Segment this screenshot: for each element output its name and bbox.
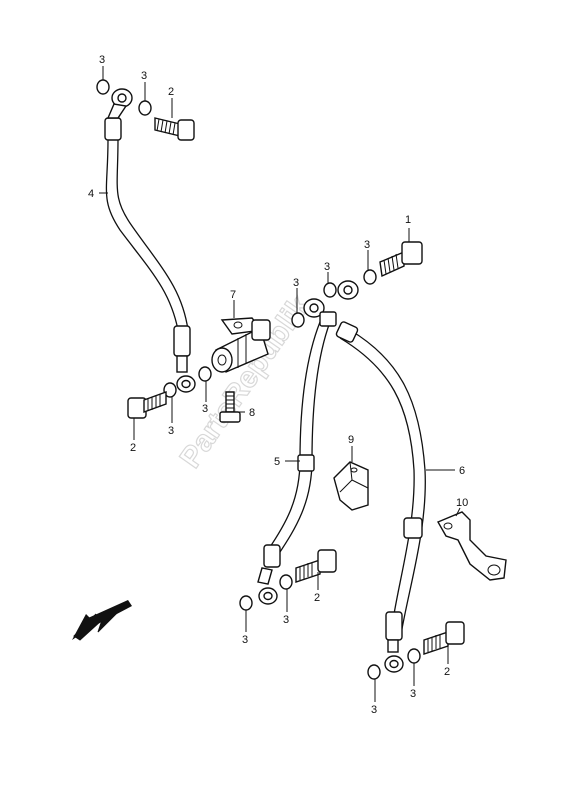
washer-3 [367, 664, 381, 680]
callout-2: 2 [130, 442, 136, 454]
callout-4: 4 [88, 188, 94, 200]
clamp-9 [333, 461, 369, 511]
callout-6: 6 [459, 465, 465, 477]
callout-3: 3 [99, 54, 105, 66]
washer-3 [239, 595, 253, 611]
brake-joint-7 [211, 317, 271, 373]
brake-hose-5 [257, 311, 337, 605]
washer-3 [323, 282, 337, 298]
washer-3 [407, 648, 421, 664]
callout-10: 10 [456, 497, 468, 509]
callout-3: 3 [410, 688, 416, 700]
callout-5: 5 [274, 456, 280, 468]
banjo-bolt-2 [423, 621, 465, 655]
callout-3: 3 [371, 704, 377, 716]
callout-3: 3 [242, 634, 248, 646]
callout-3: 3 [141, 70, 147, 82]
banjo-bolt-2 [154, 117, 195, 141]
callout-2: 2 [444, 666, 450, 678]
banjo-bolt-1 [379, 241, 423, 278]
callout-2: 2 [168, 86, 174, 98]
callout-2: 2 [314, 592, 320, 604]
callout-3: 3 [324, 261, 330, 273]
leader-lines [99, 66, 461, 702]
callout-labels: 3 3 2 4 7 8 2 3 3 1 3 3 3 5 9 6 10 2 3 3… [88, 54, 468, 716]
washer-3 [163, 382, 177, 398]
callout-3: 3 [202, 403, 208, 415]
callout-7: 7 [230, 289, 236, 301]
washer-3 [291, 312, 305, 328]
washer-3 [363, 269, 377, 285]
washer-3 [198, 366, 212, 382]
callout-3: 3 [168, 425, 174, 437]
callout-3: 3 [364, 239, 370, 251]
front-arrow-icon [72, 600, 132, 640]
banjo-bolt-2 [127, 391, 167, 419]
washer-3 [279, 574, 293, 590]
bracket-10 [436, 511, 507, 581]
washer-3 [96, 79, 110, 95]
callout-1: 1 [405, 214, 411, 226]
callout-3: 3 [283, 614, 289, 626]
banjo-bolt-2 [295, 549, 337, 583]
callout-8: 8 [249, 407, 255, 419]
washer-3 [138, 100, 152, 116]
brake-hose-4 [104, 88, 196, 393]
callout-9: 9 [348, 434, 354, 446]
brake-hose-6 [335, 321, 426, 673]
callout-3: 3 [293, 277, 299, 289]
bolt-8 [219, 391, 241, 423]
